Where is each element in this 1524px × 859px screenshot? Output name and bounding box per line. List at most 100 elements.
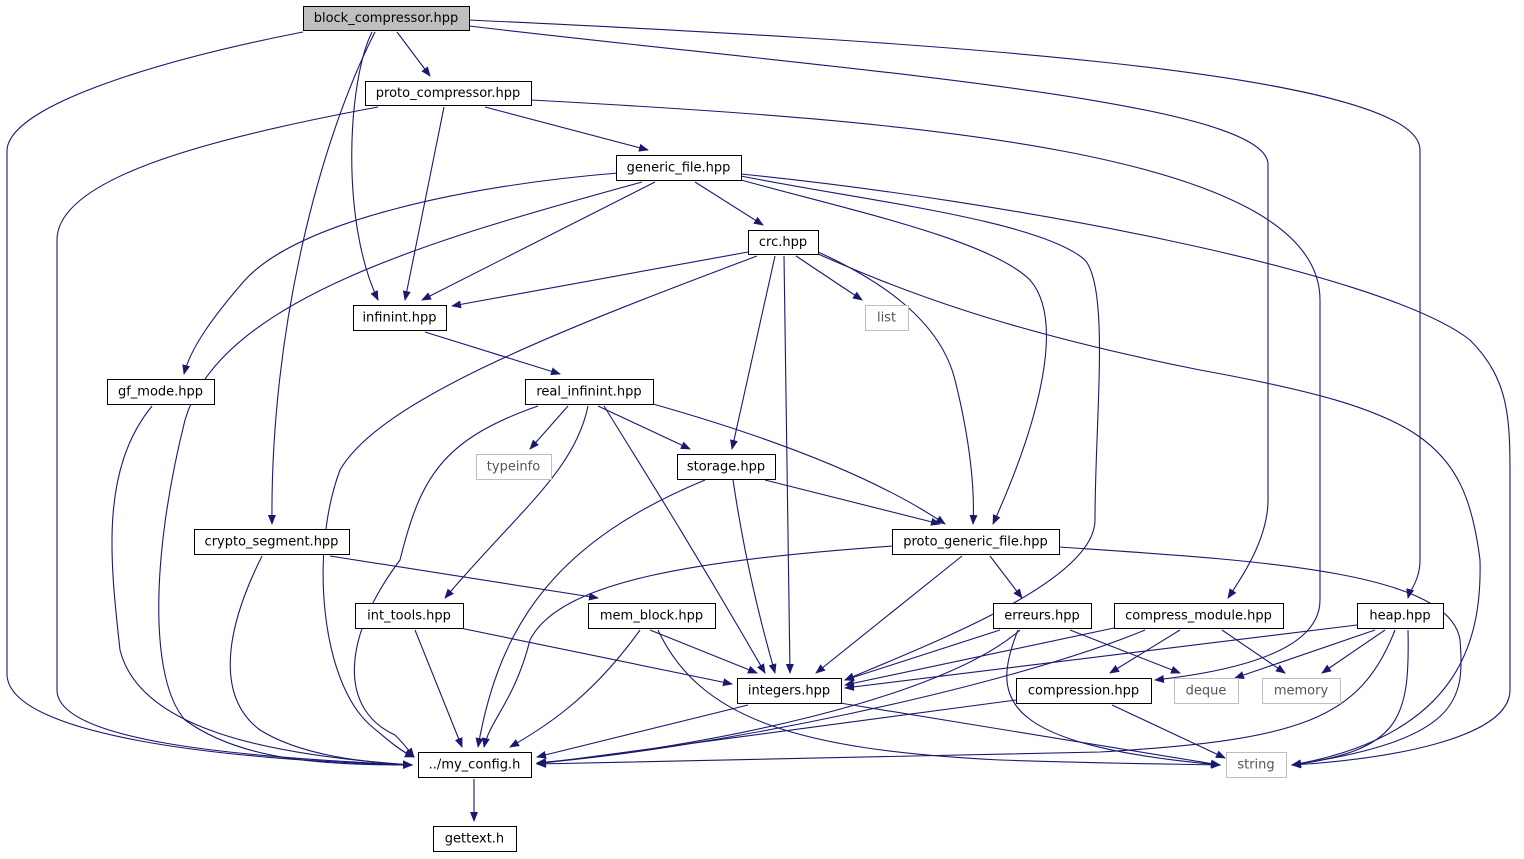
node-box-deque bbox=[1174, 678, 1239, 704]
edge-crc-to-string bbox=[817, 253, 1481, 768]
node-compress-module[interactable]: compress_module.hpp bbox=[1114, 603, 1284, 629]
node-box-integers bbox=[737, 678, 842, 704]
node-label-heap: heap.hpp bbox=[1369, 609, 1430, 624]
edge-crc-to-proto-generic-file bbox=[817, 251, 978, 525]
node-storage[interactable]: storage.hpp bbox=[677, 454, 776, 480]
edge-integers-to-string bbox=[839, 702, 1221, 768]
edge-block-compressor-to-heap bbox=[468, 19, 1421, 599]
node-box-my-config bbox=[418, 752, 532, 778]
node-label-block-compressor: block_compressor.hpp bbox=[314, 11, 459, 26]
edge-erreurs-to-integers bbox=[844, 629, 1001, 682]
edge-generic-file-to-crc bbox=[694, 181, 764, 226]
edge-storage-to-integers bbox=[732, 479, 777, 674]
node-integers[interactable]: integers.hpp bbox=[737, 678, 842, 704]
edge-heap-to-deque bbox=[1234, 629, 1376, 679]
edge-generic-file-to-infinint bbox=[421, 181, 656, 301]
node-box-compression bbox=[1016, 678, 1152, 704]
node-box-block-compressor bbox=[303, 6, 470, 31]
node-label-infinint: infinint.hpp bbox=[362, 311, 436, 326]
edge-generic-file-to-my-config bbox=[158, 181, 643, 769]
edge-crypto-segment-to-mem-block bbox=[329, 555, 599, 601]
edge-crc-to-list bbox=[795, 255, 863, 301]
node-label-proto-generic-file: proto_generic_file.hpp bbox=[903, 535, 1048, 550]
node-int-tools[interactable]: int_tools.hpp bbox=[355, 603, 464, 629]
edge-crc-to-storage bbox=[730, 255, 776, 450]
node-box-compress-module bbox=[1114, 603, 1284, 629]
edge-generic-file-to-string bbox=[740, 173, 1511, 769]
node-label-erreurs: erreurs.hpp bbox=[1004, 609, 1079, 624]
node-string: string bbox=[1226, 752, 1287, 778]
edge-block-compressor-to-compress-module bbox=[468, 25, 1269, 599]
node-my-config[interactable]: ../my_config.h bbox=[418, 752, 532, 778]
node-box-storage bbox=[677, 454, 776, 480]
node-box-infinint bbox=[353, 305, 447, 331]
edge-block-compressor-to-proto-compressor bbox=[396, 31, 431, 77]
node-label-compression: compression.hpp bbox=[1028, 684, 1139, 699]
edge-compression-to-my-config bbox=[536, 699, 1017, 767]
node-box-proto-compressor bbox=[365, 81, 532, 106]
edge-proto-compressor-to-my-config bbox=[56, 106, 413, 769]
node-box-gf-mode bbox=[107, 379, 215, 405]
node-label-storage: storage.hpp bbox=[687, 460, 765, 475]
node-label-int-tools: int_tools.hpp bbox=[367, 609, 451, 624]
edge-crc-to-my-config bbox=[322, 255, 758, 758]
edge-crypto-segment-to-my-config bbox=[229, 555, 413, 769]
edge-proto-generic-file-to-integers bbox=[815, 555, 963, 674]
node-proto-compressor[interactable]: proto_compressor.hpp bbox=[365, 81, 532, 106]
node-box-list bbox=[865, 305, 909, 331]
node-label-crc: crc.hpp bbox=[759, 235, 807, 250]
edge-real-infinint-to-proto-generic-file bbox=[652, 403, 946, 525]
node-box-crypto-segment bbox=[194, 529, 350, 555]
edge-integers-to-my-config bbox=[536, 704, 749, 759]
edge-compression-to-string bbox=[1111, 704, 1226, 759]
edge-infinint-to-real-infinint bbox=[424, 331, 561, 376]
edge-block-compressor-to-crypto-segment bbox=[267, 31, 376, 525]
edge-proto-generic-file-to-string bbox=[1058, 546, 1462, 768]
node-label-list: list bbox=[877, 311, 896, 326]
node-box-gettext bbox=[433, 826, 517, 852]
node-infinint[interactable]: infinint.hpp bbox=[353, 305, 447, 331]
node-generic-file[interactable]: generic_file.hpp bbox=[616, 155, 742, 181]
node-proto-generic-file[interactable]: proto_generic_file.hpp bbox=[892, 529, 1060, 555]
edge-real-infinint-to-integers bbox=[603, 405, 766, 674]
node-heap[interactable]: heap.hpp bbox=[1357, 603, 1444, 629]
node-label-gf-mode: gf_mode.hpp bbox=[118, 385, 203, 400]
node-compression[interactable]: compression.hpp bbox=[1016, 678, 1152, 704]
edge-gf-mode-to-my-config bbox=[111, 405, 413, 769]
edge-storage-to-my-config bbox=[475, 479, 706, 748]
node-gf-mode[interactable]: gf_mode.hpp bbox=[107, 379, 215, 405]
node-gettext[interactable]: gettext.h bbox=[433, 826, 517, 852]
edge-proto-compressor-to-infinint bbox=[402, 106, 445, 301]
node-crc[interactable]: crc.hpp bbox=[748, 230, 819, 255]
node-crypto-segment[interactable]: crypto_segment.hpp bbox=[194, 529, 350, 555]
node-real-infinint[interactable]: real_infinint.hpp bbox=[525, 379, 654, 405]
edge-proto-generic-file-to-erreurs bbox=[989, 555, 1023, 599]
node-label-deque: deque bbox=[1186, 684, 1227, 699]
node-box-typeinfo bbox=[476, 454, 552, 480]
edge-erreurs-to-deque bbox=[1069, 629, 1181, 674]
node-list: list bbox=[865, 305, 909, 331]
node-label-integers: integers.hpp bbox=[748, 684, 830, 699]
node-box-erreurs bbox=[993, 603, 1092, 629]
node-label-generic-file: generic_file.hpp bbox=[627, 161, 731, 176]
node-label-typeinfo: typeinfo bbox=[487, 460, 540, 475]
edge-erreurs-to-string bbox=[1006, 629, 1221, 769]
edge-mem-block-to-integers bbox=[649, 629, 758, 674]
edge-proto-generic-file-to-my-config bbox=[482, 545, 893, 748]
node-box-int-tools bbox=[355, 603, 464, 629]
edge-storage-to-proto-generic-file bbox=[764, 479, 941, 526]
node-label-memory: memory bbox=[1274, 684, 1329, 699]
node-box-heap bbox=[1357, 603, 1444, 629]
edge-generic-file-to-proto-generic-file bbox=[740, 179, 1047, 525]
node-box-generic-file bbox=[616, 155, 742, 181]
node-box-memory bbox=[1262, 678, 1341, 704]
node-block-compressor[interactable]: block_compressor.hpp bbox=[303, 6, 470, 31]
node-mem-block[interactable]: mem_block.hpp bbox=[588, 603, 716, 629]
edge-compress-module-to-my-config bbox=[536, 629, 1146, 767]
edge-real-infinint-to-int-tools bbox=[444, 405, 589, 599]
nodes: block_compressor.hpp proto_compressor.hpp… bbox=[107, 6, 1444, 852]
edge-real-infinint-to-typeinfo bbox=[529, 405, 569, 450]
node-erreurs[interactable]: erreurs.hpp bbox=[993, 603, 1092, 629]
edge-mem-block-to-string bbox=[657, 629, 1221, 769]
